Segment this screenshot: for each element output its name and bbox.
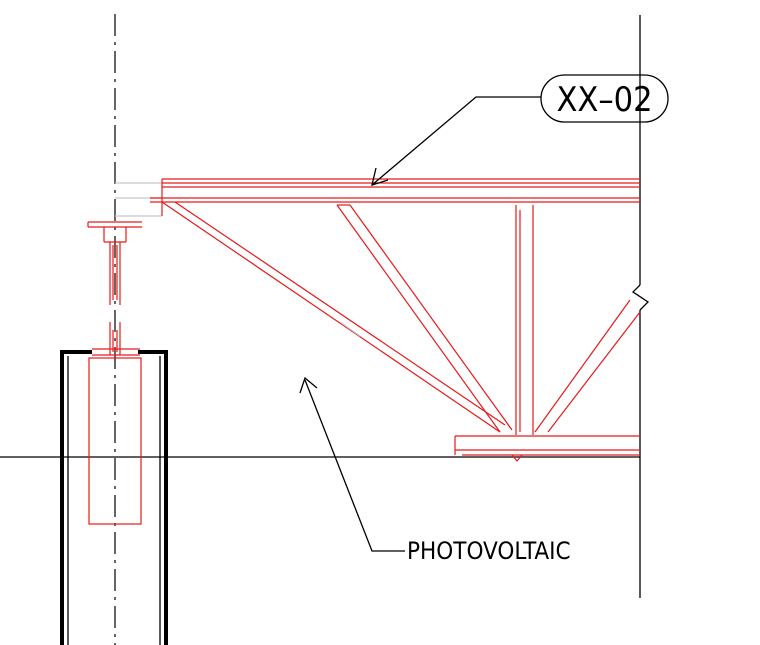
truss-top-chord	[115, 178, 640, 217]
callout-bubble: XX–02	[540, 74, 669, 123]
column-outline	[60, 350, 168, 645]
truss-web-diagonal-right	[534, 299, 641, 433]
truss-web-diagonal	[336, 204, 513, 433]
right-edge-line	[631, 15, 650, 598]
callout-tag: XX–02	[556, 80, 652, 120]
callout-leader-arrow	[371, 96, 541, 186]
truss-bottom-diagonal	[161, 201, 506, 433]
truss-web-vertical	[515, 205, 534, 435]
column-cap-connection	[88, 322, 142, 525]
truss-end-bearing	[87, 221, 142, 305]
photovoltaic-label: PHOTOVOLTAIC	[407, 537, 571, 565]
photovoltaic-leader-arrow	[299, 376, 405, 552]
truss-bottom-node-plate	[454, 435, 640, 462]
